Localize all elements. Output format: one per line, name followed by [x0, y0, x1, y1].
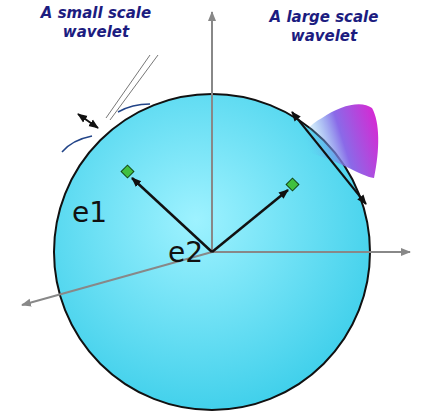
scale-arrow [292, 112, 366, 204]
small-wavelet [106, 55, 150, 118]
caption-text: A small scale wavelet [40, 4, 152, 42]
small-wavelet [110, 55, 158, 120]
point-marker [286, 178, 299, 191]
large-wavelet [300, 104, 378, 178]
wavelet-arc [62, 136, 92, 152]
vector-label: e1 [72, 196, 107, 229]
y-axis [212, 251, 410, 253]
wavelet-arc [118, 104, 150, 112]
e2-vector [212, 190, 288, 252]
z-axis [211, 12, 213, 252]
point-marker [121, 165, 134, 178]
vector-label: e2 [168, 236, 203, 269]
scale-arrow [78, 114, 98, 128]
caption-text: A large scale wavelet [244, 8, 404, 46]
